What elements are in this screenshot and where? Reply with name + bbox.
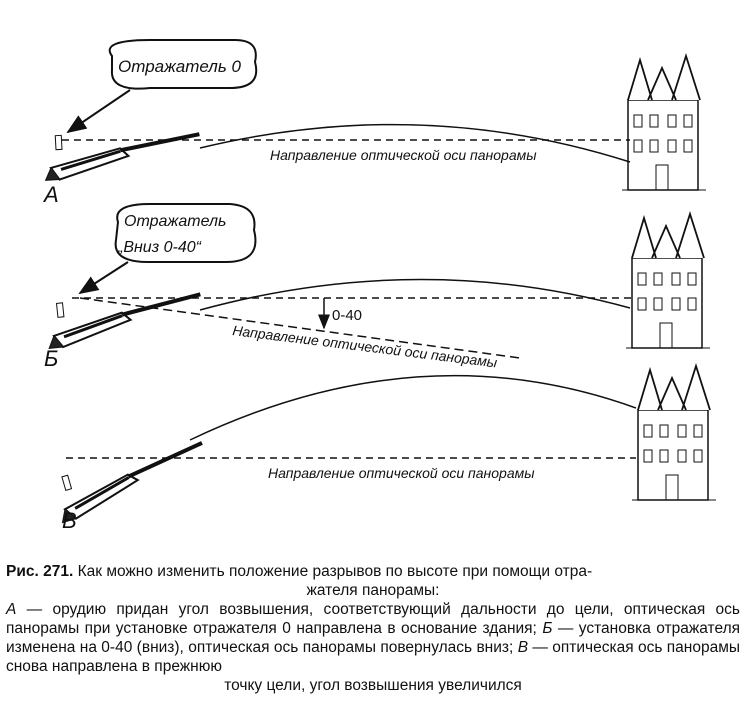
callout-arrow [66,89,131,134]
axis-label: Направление оптической оси панорамы [270,147,537,163]
angle-label: 0-40 [332,307,362,324]
trajectory-curve [189,374,637,441]
callout-bubble [114,203,257,263]
callout-text: Отражатель 0 [118,57,242,76]
callout-line1: Отражатель [124,213,226,230]
caption-title-cont: жателя панорамы: [306,582,440,599]
figure-caption: Рис. 271. Как можно изменить положение р… [6,562,740,695]
caption-title: Как можно изменить положение разрывов по… [77,563,593,580]
panel-a: Отражатель 0 Направление оптической оси … [42,39,707,207]
caption-c: — оптическая ось панорамы снова направле… [6,639,740,675]
figure-number: Рис. 271. [6,563,74,580]
caption-last-line: точку цели, угол возвышения увеличился [224,677,522,694]
callout-line2: „Вниз 0-40“ [117,239,203,256]
panel-letter: В [62,508,77,533]
axis-label: Направление оптической оси панорамы [268,465,535,481]
caption-b: — установка отражателя изменена на 0-40 … [6,620,740,656]
trajectory-curve [199,278,631,311]
panel-b: 0-40 Отражатель „Вниз 0-40“ Направление … [42,203,711,371]
callout-arrow [78,261,129,295]
axis-label: Направление оптической оси панорамы [232,322,499,370]
optical-axis-line [79,297,521,359]
letter-a: А [6,601,17,618]
panel-letter: А [42,182,59,207]
panel-letter: Б [44,346,58,371]
letter-c: В [517,639,529,656]
caption-a: — орудию придан угол возвышения, соответ… [6,601,740,637]
callout-bubble [108,39,258,90]
letter-b: Б [542,620,553,637]
trajectory-curve [199,123,631,163]
trajectory-diagram: Отражатель 0 Направление оптической оси … [0,39,717,533]
panel-c: Направление оптической оси панорамы В [48,365,717,533]
